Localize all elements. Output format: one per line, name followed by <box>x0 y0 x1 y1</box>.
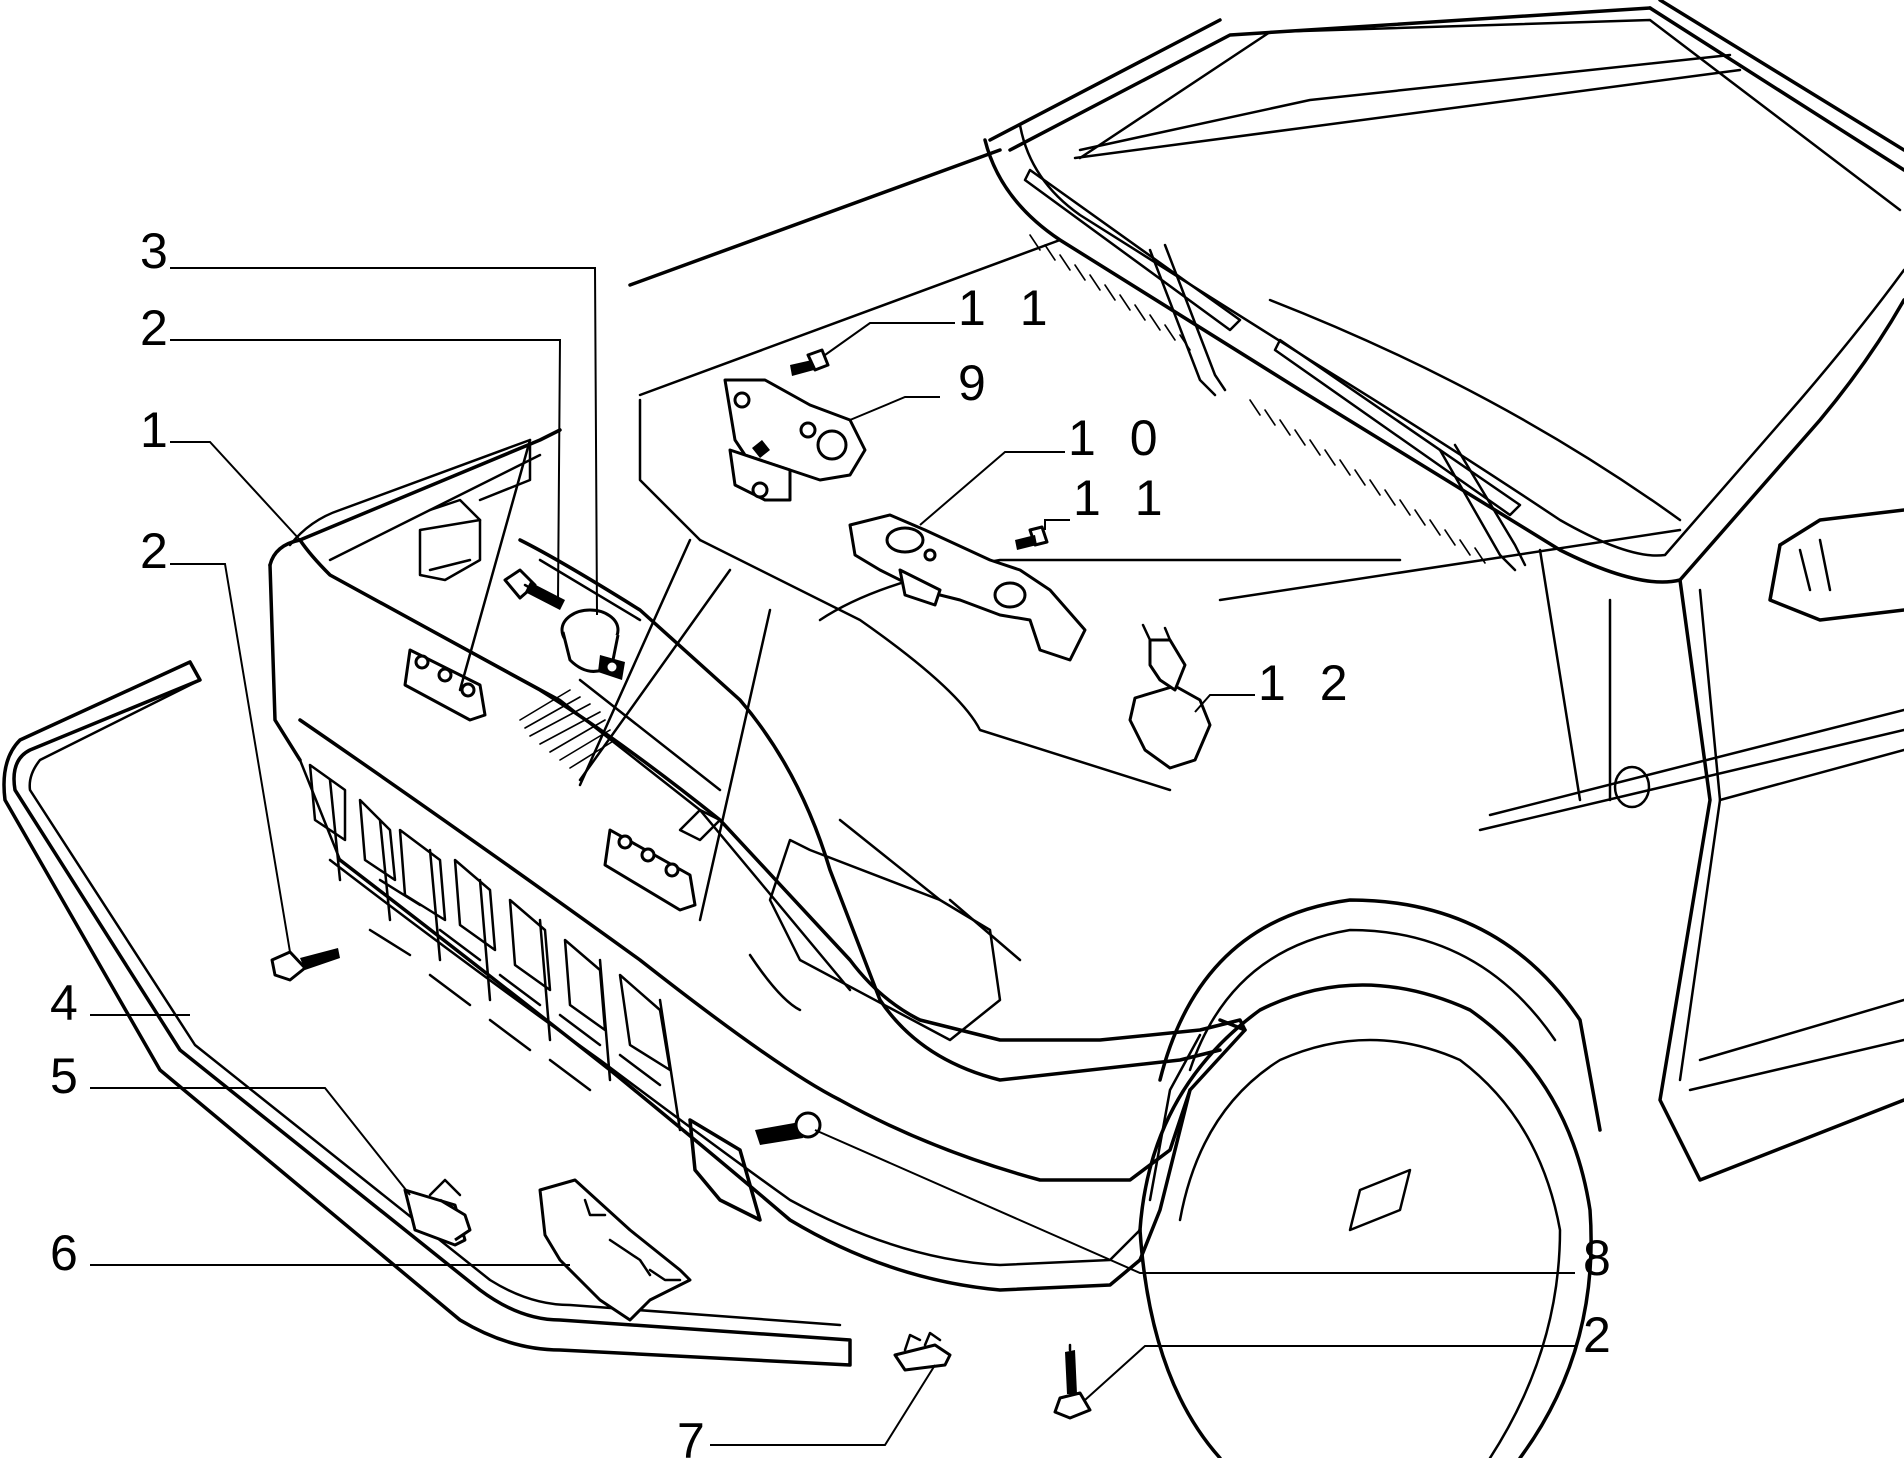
fuel-cap <box>1613 765 1651 809</box>
callout-2-bottom: 2 <box>1583 1307 1621 1363</box>
mounting-bracket-left <box>403 648 487 722</box>
screw-part-2-bottom <box>1053 1343 1092 1420</box>
screw-part-2-top <box>503 568 565 610</box>
mounting-bracket-center <box>603 828 697 912</box>
callout-1: 1 <box>140 402 178 458</box>
rubber-buffer-part-3 <box>560 608 625 680</box>
side-mirror <box>1768 508 1904 622</box>
screw-part-11-top <box>790 348 830 376</box>
hood-latch-part-12 <box>1128 623 1212 770</box>
bracket-part-9 <box>723 378 867 502</box>
callout-5: 5 <box>50 1048 88 1104</box>
latch-bracket-part-10 <box>848 513 1087 662</box>
callout-7: 7 <box>677 1413 715 1458</box>
grille <box>328 778 682 1132</box>
hatched-area <box>519 689 616 769</box>
callout-6: 6 <box>50 1225 88 1281</box>
callout-11-middle: 1 1 <box>1073 470 1173 526</box>
screw-part-2-left <box>270 948 340 982</box>
callout-8: 8 <box>1583 1230 1621 1286</box>
trim-strip-part-4 <box>2 660 852 1367</box>
callout-12: 1 2 <box>1258 655 1358 711</box>
callout-3: 3 <box>140 223 178 279</box>
leader-lines <box>90 267 1575 1446</box>
fog-lamp-right <box>688 1118 762 1222</box>
callout-2-top: 2 <box>140 300 178 356</box>
callout-labels: 3 2 1 2 4 5 6 7 8 2 1 1 9 1 0 1 1 1 2 <box>50 223 1621 1458</box>
callout-2-left: 2 <box>140 523 178 579</box>
clip-part-7 <box>893 1331 952 1372</box>
fog-lamp-left <box>308 763 347 842</box>
callout-10: 1 0 <box>1068 410 1168 466</box>
callout-9: 9 <box>958 355 996 411</box>
screw-part-8 <box>755 1111 822 1145</box>
cowl-vent <box>1029 234 1486 564</box>
cover-plate-part-6 <box>538 1178 692 1322</box>
callout-11-top: 1 1 <box>958 280 1058 336</box>
car-body <box>518 0 1904 1458</box>
front-wheel <box>1138 983 1593 1458</box>
callout-4: 4 <box>50 975 88 1031</box>
screw-part-11-middle <box>1015 525 1049 550</box>
front-bumper <box>268 428 1247 1292</box>
clip-part-5 <box>403 1178 472 1247</box>
